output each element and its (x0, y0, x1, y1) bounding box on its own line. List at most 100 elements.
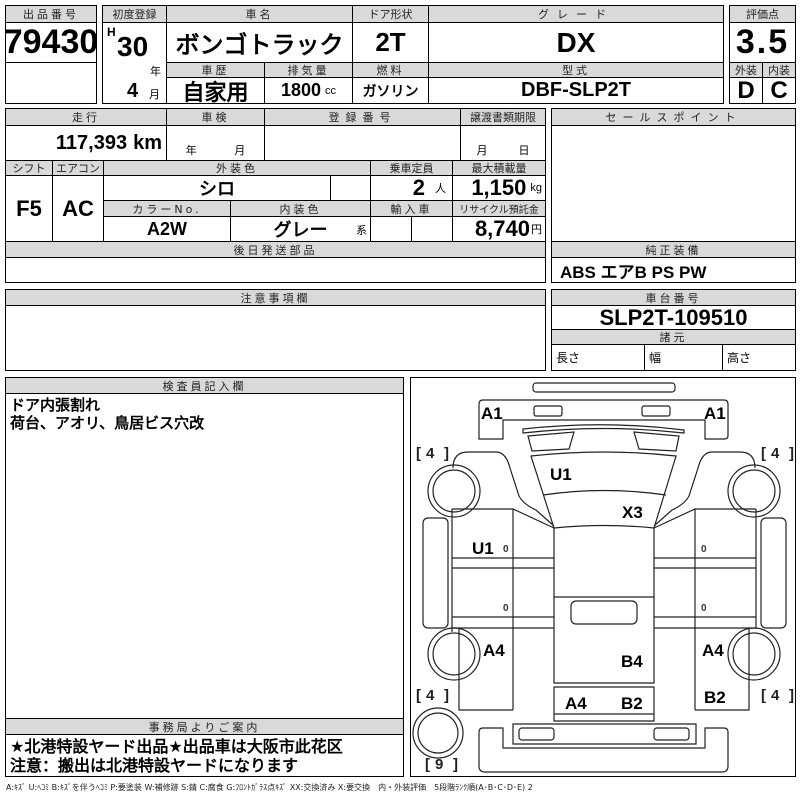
rear-bumper (478, 727, 729, 773)
front-bumper (478, 399, 729, 440)
reg-number (264, 125, 461, 161)
inspection-label: 車検 (166, 108, 265, 126)
mirror-left (422, 517, 449, 629)
wiper-left (527, 431, 575, 452)
deadline-month-unit: 月 (476, 144, 488, 157)
color-no-label: カラーNo. (103, 200, 231, 217)
shift-label: シフト (5, 160, 53, 176)
lot-number: 79430 (5, 22, 97, 63)
inspector-line: 荷台、アオリ、鳥居ビス穴改 (10, 414, 205, 432)
recycle-label: リサイクル預託金 (452, 200, 546, 217)
transfer-deadline-label: 譲渡書類期限 (460, 108, 546, 126)
damage-mark: B2 (704, 688, 726, 707)
model-code: DBF-SLP2T (428, 77, 724, 104)
mileage: 117,393 (55, 131, 128, 154)
max-load-unit: kg (530, 182, 542, 194)
int-color-label: 内装色 (230, 200, 371, 217)
fender-right (653, 451, 756, 527)
equipment: ABS エアB PS PW (551, 257, 796, 283)
first-reg-label: 初度登録 (102, 5, 167, 23)
first-reg-cell: H 30 年 4 月 (102, 22, 167, 104)
capacity-label: 乗車定員 (370, 160, 453, 176)
rear-panel (512, 723, 697, 745)
spec-length: 長さ (551, 344, 645, 371)
inspection-year-unit: 年 (185, 144, 197, 157)
body-sides (451, 509, 757, 711)
inspector-label: 検査員記入欄 (5, 377, 404, 394)
reg-month: 4 (127, 80, 139, 102)
damage-mark: X3 (622, 503, 643, 522)
max-load: 1,150 (471, 175, 527, 200)
tire-tread-fl: 4 (426, 445, 435, 462)
damage-mark: B2 (621, 694, 643, 713)
era: H (107, 25, 116, 39)
taillight-left (518, 727, 555, 741)
wiper-right (633, 431, 680, 452)
ext-color-label: 外装色 (103, 160, 371, 176)
inspection-month-unit: 月 (234, 144, 246, 157)
fender-left (452, 451, 555, 527)
svg-text:[: [ (416, 687, 421, 704)
displacement-label: 排気量 (264, 62, 353, 78)
int-color-cell: グレー 系 (230, 216, 371, 242)
int-color: グレー (273, 220, 328, 240)
legend-text: A:ｷｽﾞ U:ﾍｺﾐ B:ｷｽﾞを伴うﾍｺﾐ P:要塗装 W:補修跡 S:錆 … (6, 783, 533, 792)
damage-mark: A1 (481, 404, 503, 423)
aircon-label: エアコン (52, 160, 104, 176)
chassis-number: SLP2T-109510 (551, 305, 796, 330)
headlight-left (533, 405, 563, 417)
damage-mark: U1 (550, 465, 572, 484)
specs-label: 諸元 (551, 329, 796, 345)
damage-mark: A4 (483, 641, 505, 660)
inspector-line: ドア内張割れ (10, 396, 101, 414)
score: 3.5 (729, 22, 796, 63)
reg-number-label: 登録番号 (264, 108, 461, 126)
color-no: A2W (103, 216, 231, 242)
deadline-day-unit: 日 (518, 144, 530, 157)
damage-mark: B4 (621, 652, 643, 671)
mileage-unit: km (133, 131, 162, 154)
ext-color: シロ (103, 175, 331, 201)
ext-grade: D (729, 77, 763, 104)
shift: F5 (5, 175, 53, 242)
inspection-cell: 年月 (166, 125, 265, 161)
damage-mark: A4 (565, 694, 587, 713)
import-label: 輸入車 (370, 200, 453, 217)
tire-tread-fr: 4 (771, 445, 780, 462)
cab-bed (553, 528, 655, 684)
taillight-right (653, 727, 690, 741)
windshield-hood (530, 451, 677, 529)
truck-diagram-svg: A1 A1 U1 X3 U1 A4 A4 B4 A4 B2 B2 0 0 0 0… (412, 382, 794, 773)
windshield-line (542, 489, 667, 496)
svg-text:]: ] (789, 687, 794, 704)
top-bar (532, 382, 676, 393)
wiper-bar (522, 424, 685, 434)
svg-text:[: [ (761, 687, 766, 704)
max-load-label: 最大積載量 (452, 160, 546, 176)
int-grade-label: 内装 (762, 62, 796, 78)
wheels (412, 464, 781, 759)
model-label: 型式 (428, 62, 724, 78)
int-color-unit: 系 (356, 225, 367, 237)
recycle-fee: 8,740 (474, 216, 530, 241)
notes-label: 注意事項欄 (5, 289, 546, 306)
svg-text:]: ] (453, 756, 458, 773)
mileage-label: 走行 (5, 108, 167, 126)
car-name: ボンゴトラック (166, 22, 353, 63)
svg-text:[: [ (416, 445, 421, 462)
recycle-unit: 円 (531, 224, 542, 236)
reg-year: 30 (117, 31, 149, 62)
rear-window (570, 600, 638, 625)
grade: DX (428, 22, 724, 63)
score-label: 評価点 (729, 5, 796, 23)
transfer-deadline: 月日 (460, 125, 546, 161)
displacement: 1800 (280, 80, 322, 100)
later-parts-label: 後日発送部品 (5, 241, 546, 258)
car-name-label: 車名 (166, 5, 353, 23)
tire-tread-spare: 9 (435, 756, 443, 773)
ext-grade-label: 外装 (729, 62, 763, 78)
tire-tread-rl: 4 (426, 687, 435, 704)
